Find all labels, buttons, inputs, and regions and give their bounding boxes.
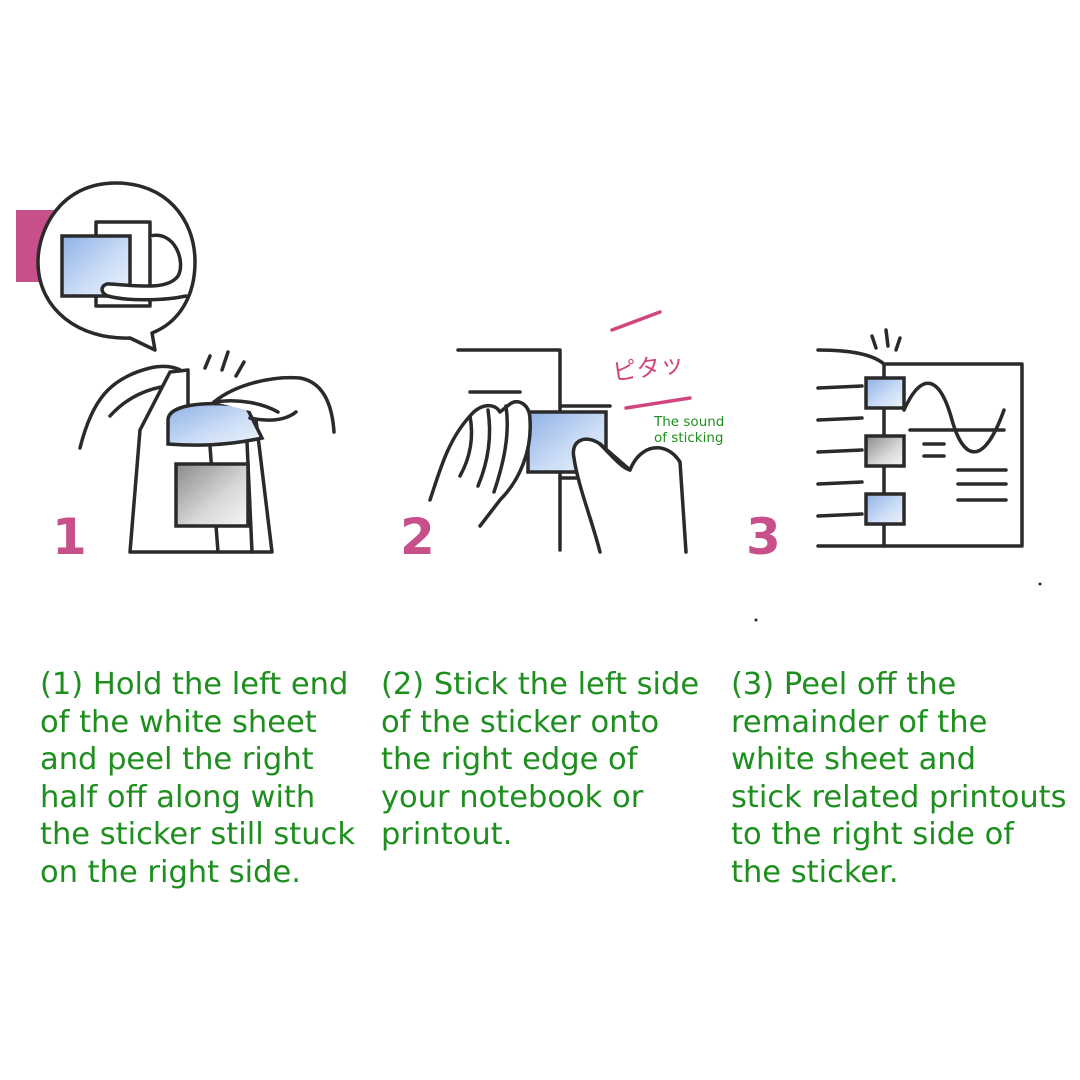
step1-illustration [16,181,336,554]
sticker-top [864,376,906,410]
zoom-bubble [36,181,197,352]
sticker-bottom [864,492,906,526]
step1-caption: (1) Hold the left end of the white sheet… [40,667,355,890]
step-number-2: 2 [400,508,435,566]
pressing-hand-left [428,399,532,528]
peeling-hands [78,350,336,554]
step2-illustration [428,310,692,554]
graph-curve [902,381,1006,454]
sticker-middle [864,434,906,468]
sound-effect-note: The sound of sticking [654,414,725,446]
step-number-3: 3 [746,508,781,566]
step2-caption: (2) Stick the left side of the sticker o… [381,667,700,852]
holding-hand-right [571,437,688,554]
printout-page [816,348,1024,548]
step3-illustration [754,328,1042,622]
step-number-1: 1 [52,508,87,566]
peeled-sticker [166,401,265,447]
step3-caption: (3) Peel off the remainder of the white … [731,667,1067,890]
backing-sheet-window [174,462,250,528]
